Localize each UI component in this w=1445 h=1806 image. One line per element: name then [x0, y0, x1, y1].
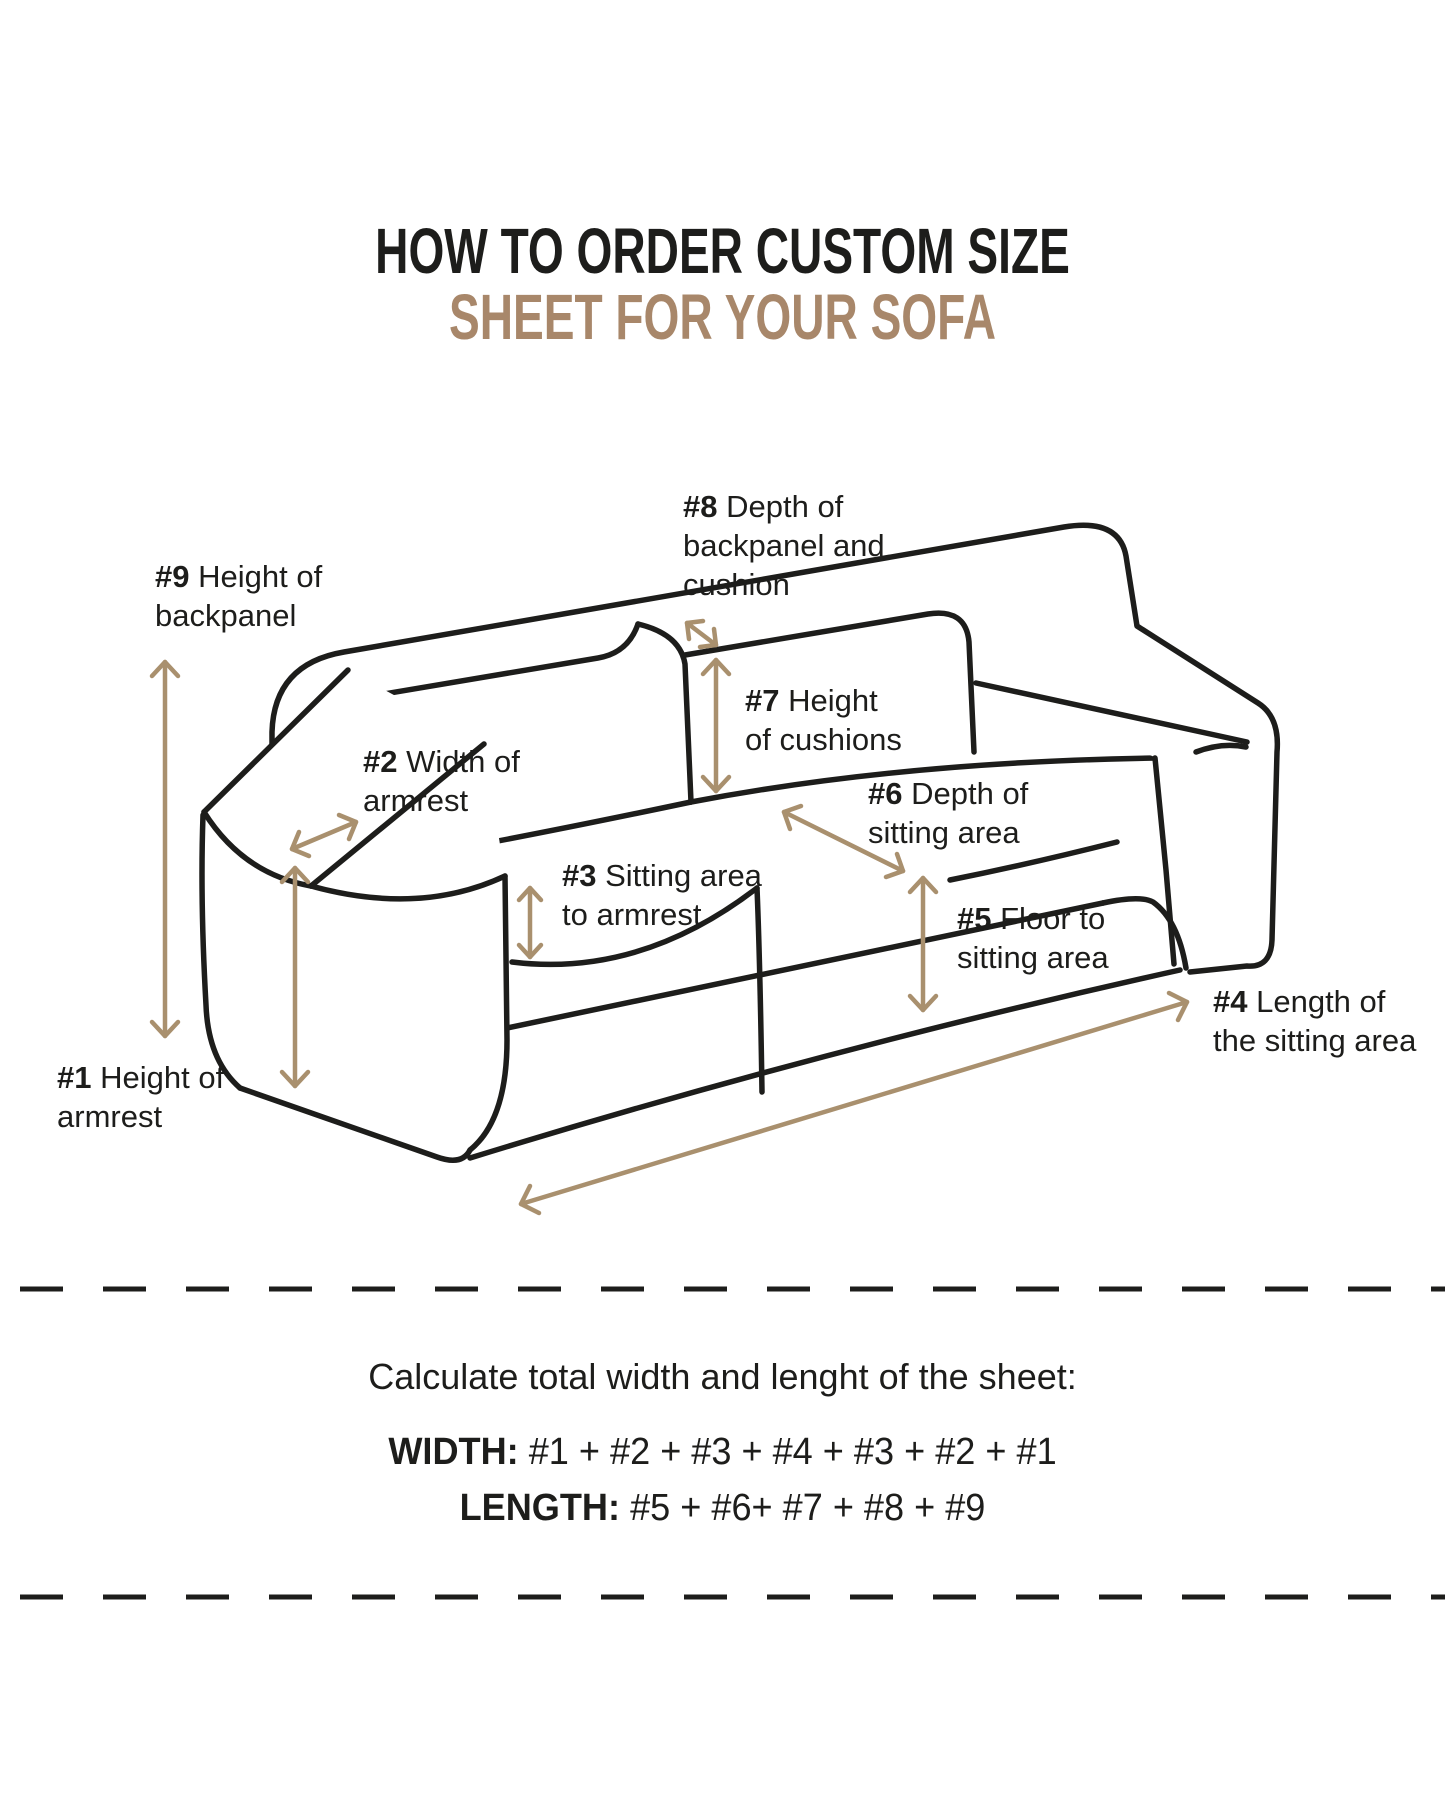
label-5-floor-to-sitting-area: #5 Floor to sitting area — [957, 899, 1109, 977]
label-6-depth-of-sitting-area: #6 Depth of sitting area — [868, 774, 1028, 852]
sofa-backpanel — [269, 522, 1140, 826]
label-8-text3: cushion — [683, 567, 790, 602]
calc-width-label: WIDTH: — [388, 1431, 519, 1473]
calc-length-label: LENGTH: — [459, 1487, 621, 1529]
label-4-text: Length of — [1256, 984, 1386, 1019]
sofa-right-armrest — [973, 623, 1281, 975]
calc-width-line: WIDTH: #1 + #2 + #3 + #4 + #3 + #2 + #1 — [36, 1431, 1409, 1474]
arrow-1-height-of-armrest — [279, 865, 311, 1089]
arrow-6-depth-of-sitting-area — [781, 803, 906, 880]
calc-width-formula: #1 + #2 + #3 + #4 + #3 + #2 + #1 — [528, 1431, 1057, 1473]
label-3-text: Sitting area — [605, 858, 762, 893]
label-8-text: Depth of — [726, 489, 844, 524]
title-line-1: HOW TO ORDER CUSTOM SIZE — [375, 215, 1070, 287]
label-6-number: #6 — [868, 776, 903, 811]
label-6-text2: sitting area — [868, 815, 1020, 850]
calc-length-line: LENGTH: #5 + #6+ #7 + #8 + #9 — [36, 1487, 1409, 1530]
label-3-sitting-area-to-armrest: #3 Sitting area to armrest — [562, 856, 762, 934]
label-9-height-of-backpanel: #9 Height of backpanel — [155, 557, 322, 635]
label-4-length-of-sitting-area: #4 Length of the sitting area — [1213, 982, 1416, 1060]
label-1-number: #1 — [57, 1060, 92, 1095]
label-2-text: Width of — [406, 744, 520, 779]
label-2-number: #2 — [363, 744, 398, 779]
arrow-3-sitting-area-to-armrest — [516, 885, 544, 960]
label-8-number: #8 — [683, 489, 718, 524]
label-7-height-of-cushions: #7 Height of cushions — [745, 681, 902, 759]
arrow-7-height-of-cushions — [700, 657, 732, 794]
arrow-5-floor-to-sitting-area — [907, 875, 939, 1013]
label-6-text: Depth of — [911, 776, 1029, 811]
label-8-text2: backpanel and — [683, 528, 885, 563]
label-7-text2: of cushions — [745, 722, 902, 757]
label-3-number: #3 — [562, 858, 597, 893]
label-3-text2: to armrest — [562, 897, 702, 932]
calc-length-formula: #5 + #6+ #7 + #8 + #9 — [630, 1487, 986, 1529]
label-1-height-of-armrest: #1 Height of armrest — [57, 1058, 224, 1136]
label-9-text2: backpanel — [155, 598, 297, 633]
label-7-number: #7 — [745, 683, 780, 718]
label-9-text: Height of — [198, 559, 323, 594]
label-2-width-of-armrest: #2 Width of armrest — [363, 742, 520, 820]
label-2-text2: armrest — [363, 783, 469, 818]
label-5-text2: sitting area — [957, 940, 1109, 975]
label-4-text2: the sitting area — [1213, 1023, 1417, 1058]
label-5-text: Floor to — [1000, 901, 1106, 936]
calc-heading: Calculate total width and lenght of the … — [368, 1356, 1077, 1397]
label-1-text2: armrest — [57, 1099, 163, 1134]
arrow-8-depth-of-backpanel — [684, 618, 719, 650]
title-line-2: SHEET FOR YOUR SOFA — [448, 281, 997, 353]
sofa-seat-and-base — [467, 839, 1189, 1161]
arrow-9-height-of-backpanel — [149, 659, 181, 1039]
label-9-number: #9 — [155, 559, 190, 594]
label-1-text: Height of — [100, 1060, 225, 1095]
sofa-back-cushions — [315, 610, 1158, 883]
label-4-number: #4 — [1213, 984, 1248, 1019]
page-title: HOW TO ORDER CUSTOM SIZE SHEET FOR YOUR … — [0, 218, 1445, 350]
arrow-4-length-of-sitting-area — [518, 990, 1190, 1216]
label-8-depth-of-backpanel: #8 Depth of backpanel and cushion — [683, 487, 885, 604]
sofa-left-armrest — [199, 667, 510, 1163]
label-5-number: #5 — [957, 901, 992, 936]
arrow-2-width-of-armrest — [289, 812, 359, 859]
label-7-text: Height — [788, 683, 878, 718]
